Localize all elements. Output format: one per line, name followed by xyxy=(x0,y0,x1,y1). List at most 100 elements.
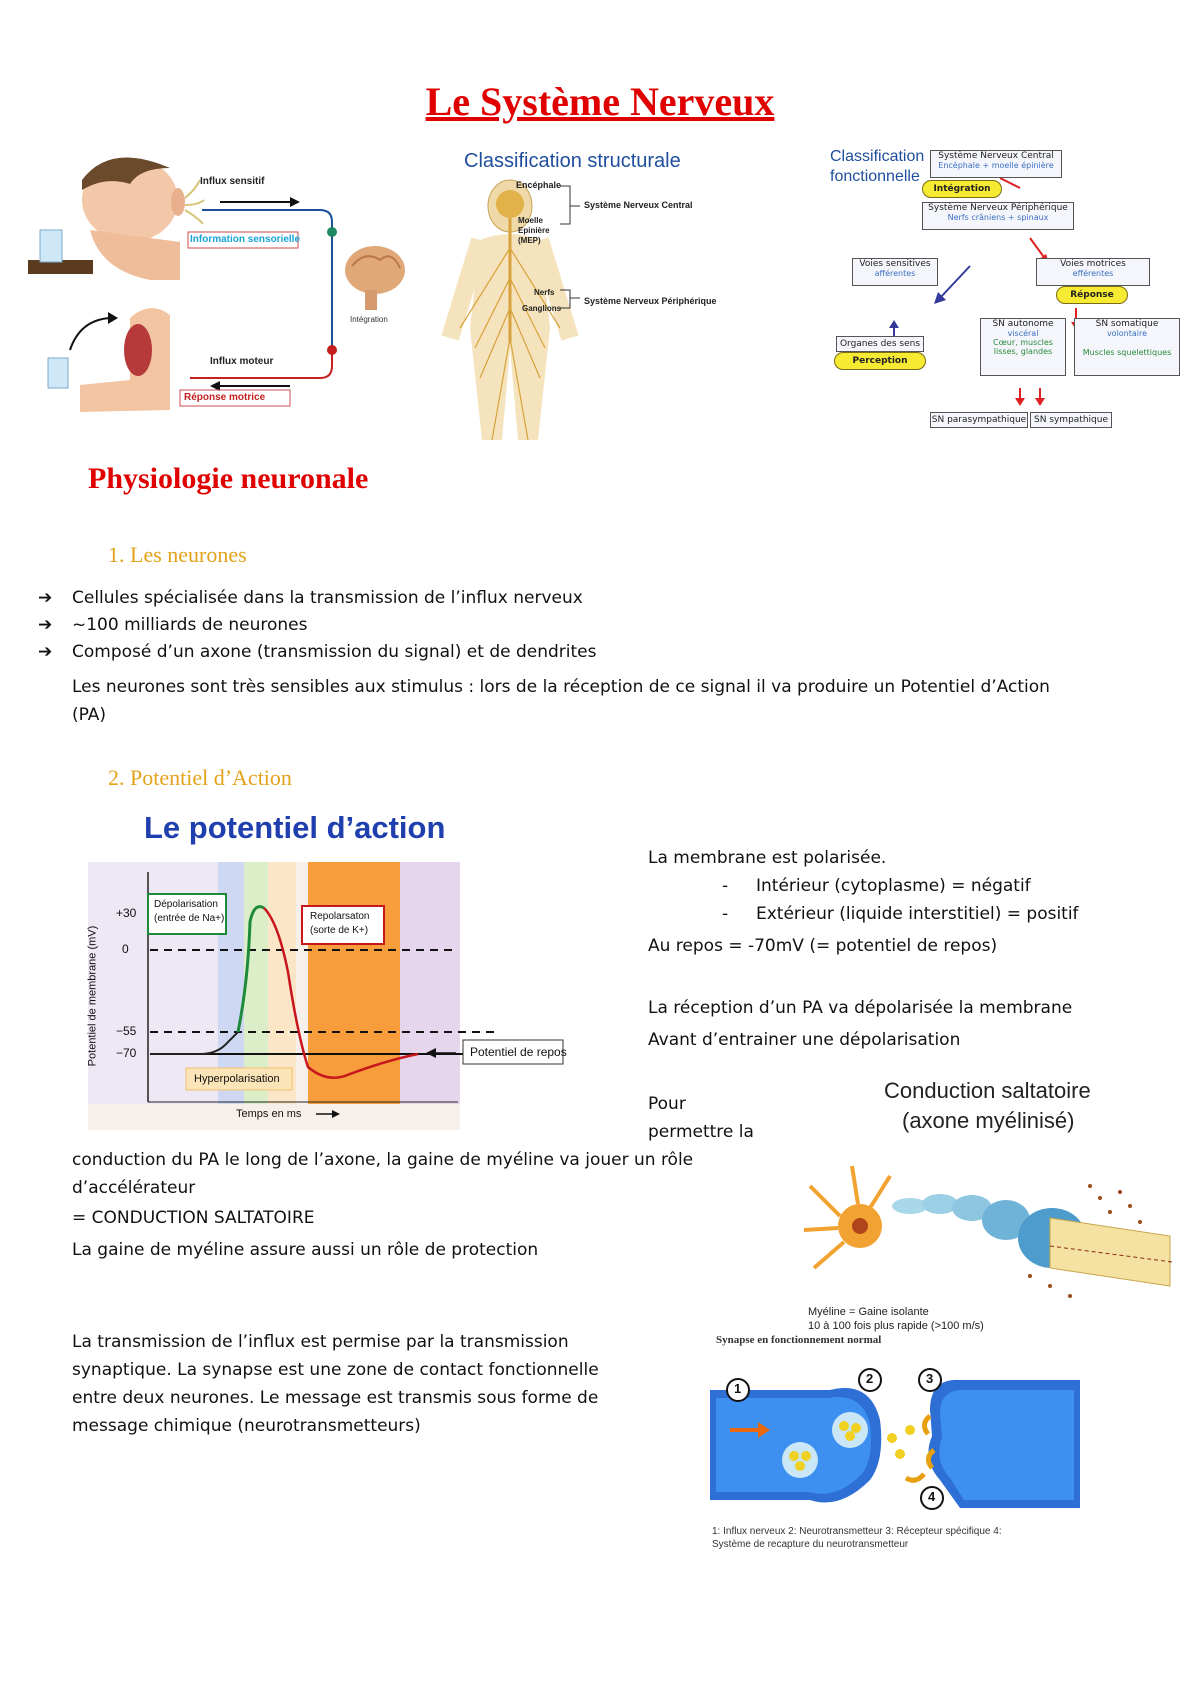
membrane-line: Au repos = -70mV (= potentiel de repos) xyxy=(648,936,998,956)
organes-box: Organes des sens xyxy=(836,336,924,352)
membrane-line: La gaine de myéline assure aussi un rôle… xyxy=(72,1240,539,1260)
reponse-badge: Réponse xyxy=(1056,286,1128,304)
perception-badge: Perception xyxy=(834,352,926,370)
myelinated-axon-illustration xyxy=(803,1165,1173,1298)
voies-sensitives-box: Voies sensitives afférentes xyxy=(852,258,938,286)
motor-response-label: Réponse motrice xyxy=(184,392,266,403)
structural-classification-figure: Classification structurale Encéphale Moe… xyxy=(440,140,760,450)
synapse-figure: Synapse en fonctionnement normal 1 2 3 4… xyxy=(710,1334,1080,1552)
ap-tick-label: 0 xyxy=(122,942,129,956)
depolarisation-label-line2: (entrée de Na+) xyxy=(154,913,225,924)
organes-label: Organes des sens xyxy=(839,339,921,349)
dash-icon: - xyxy=(722,904,729,924)
snc-box-sub: Encéphale + moelle épinière xyxy=(938,161,1054,170)
moelle-label-line1: Moelle xyxy=(518,216,543,225)
reflex-arc-figure: Influx sensitif Information sensorielle … xyxy=(20,150,440,450)
synapse-caption-line2: Système de recapture du neurotransmetteu… xyxy=(712,1539,909,1550)
sn-autonome-line4: lisses, glandes xyxy=(993,347,1053,356)
structural-title: Classification structurale xyxy=(464,150,681,172)
repolarisation-label-line1: Repolarsaton xyxy=(310,911,370,922)
moelle-label-line3: (MEP) xyxy=(518,236,541,245)
bullet-text: Composé d’un axone (transmission du sign… xyxy=(72,642,597,662)
voies-motrices-box: Voies motrices efférentes xyxy=(1036,258,1150,286)
sn-autonome-line3: Cœur, muscles xyxy=(993,338,1053,347)
functional-title-line2: fonctionnelle xyxy=(830,168,920,185)
sn-autonome-line2: viscéral xyxy=(1007,329,1039,338)
sn-somatique-line3: Muscles squelettiques xyxy=(1082,348,1172,357)
synapse-paragraph-line: synaptique. La synapse est une zone de c… xyxy=(72,1360,599,1380)
bullet-item: ➔Composé d’un axone (transmission du sig… xyxy=(38,642,597,662)
membrane-line: d’accélérateur xyxy=(72,1178,196,1198)
sym-label: SN sympathique xyxy=(1033,415,1108,425)
ap-tick-label: −55 xyxy=(116,1024,137,1038)
sn-autonome-line1: SN autonome xyxy=(992,319,1054,329)
membrane-line: La réception d’un PA va dépolarisée la m… xyxy=(648,998,1073,1018)
synapse-marker-1: 1 xyxy=(734,1381,742,1396)
afferent-label: Influx sensitif xyxy=(200,176,265,187)
membrane-dash-item: -Intérieur (cytoplasme) = négatif xyxy=(722,874,1031,899)
page-title: Le Système Nerveux xyxy=(425,79,775,124)
subsection-pa-title: 2. Potentiel d’Action xyxy=(108,765,292,790)
dash-icon: - xyxy=(722,876,729,896)
sn-somatique-line2: volontaire xyxy=(1106,329,1148,338)
hyperpolarisation-label: Hyperpolarisation xyxy=(194,1073,280,1085)
sn-somatique-line1: SN somatique xyxy=(1095,319,1159,329)
membrane-line: conduction du PA le long de l’axone, la … xyxy=(72,1150,694,1170)
synapse-caption-line1: 1: Influx nerveux 2: Neurotransmetteur 3… xyxy=(712,1526,1002,1537)
resting-potential-label: Potentiel de repos xyxy=(470,1045,567,1059)
parasym-box: SN parasympathique xyxy=(930,412,1028,428)
efferent-label: Influx moteur xyxy=(210,356,274,367)
neuron-paragraph-line1: Les neurones sont très sensibles aux sti… xyxy=(72,677,1050,697)
synapse-fig-title: Synapse en fonctionnement normal xyxy=(716,1334,882,1346)
voies-sensitives-line1: Voies sensitives xyxy=(859,259,931,269)
saltatory-title-line2: (axone myélinisé) xyxy=(902,1108,1075,1133)
voies-motrices-line2: efférentes xyxy=(1072,269,1114,278)
bracket-lines xyxy=(560,185,580,309)
integration-badge-label: Intégration xyxy=(933,184,991,194)
synapse-paragraph-line: La transmission de l’influx est permise … xyxy=(72,1332,569,1352)
voies-motrices-line1: Voies motrices xyxy=(1060,259,1126,269)
arrow-right-icon: ➔ xyxy=(38,615,53,635)
membrane-line: La membrane est polarisée. xyxy=(648,848,887,868)
bullet-item: ➔ Cellules spécialisée dans la transmissi… xyxy=(38,588,583,608)
snc-box: Système Nerveux Central Encéphale + moel… xyxy=(930,150,1062,178)
snp-label: Système Nerveux Périphérique xyxy=(584,296,717,306)
voies-sensitives-line2: afférentes xyxy=(874,269,916,278)
integration-label: Intégration xyxy=(350,315,388,324)
neuron-paragraph-line2: (PA) xyxy=(72,705,107,725)
snc-label: Système Nerveux Central xyxy=(584,200,693,210)
snp-box-title: Système Nerveux Périphérique xyxy=(928,203,1068,213)
membrane-line: = CONDUCTION SALTATOIRE xyxy=(72,1208,315,1228)
ap-chart-svg xyxy=(88,862,564,1130)
arrow-right-icon: ➔ xyxy=(38,588,53,608)
bullet-text: ~100 milliards de neurones xyxy=(72,615,308,635)
sensory-info-label: Information sensorielle xyxy=(190,234,301,245)
ap-tick-label: +30 xyxy=(116,906,137,920)
snp-box: Système Nerveux Périphérique Nerfs crâni… xyxy=(922,202,1074,230)
saltatory-caption-line2: 10 à 100 fois plus rapide (>100 m/s) xyxy=(808,1320,984,1332)
functional-title-line1: Classification xyxy=(830,148,925,165)
bullet-text: Cellules spécialisée dans la transmissio… xyxy=(72,588,583,608)
action-potential-chart: Potentiel de membrane (mV) +30 0 −55 −70… xyxy=(86,862,628,1130)
section-title: Physiologie neuronale xyxy=(88,462,369,495)
body-nervous-system-illustration xyxy=(441,179,579,441)
repolarisation-label-line2: (sorte de K+) xyxy=(310,925,369,936)
membrane-line: Avant d’entrainer une dépolarisation xyxy=(648,1030,961,1050)
membrane-line: Extérieur (liquide interstitiel) = posit… xyxy=(756,904,1079,924)
depolarisation-label-line1: Dépolarisation xyxy=(154,899,218,910)
ap-tick-label: −70 xyxy=(116,1046,137,1060)
membrane-line: Pour xyxy=(648,1094,686,1114)
synapse-paragraph-line: entre deux neurones. Le message est tran… xyxy=(72,1388,599,1408)
saltatory-title-line1: Conduction saltatoire xyxy=(884,1078,1091,1103)
membrane-dash-item: - Extérieur (liquide interstitiel) = posi… xyxy=(722,902,1079,927)
encephale-label: Encéphale xyxy=(516,180,562,190)
reponse-badge-label: Réponse xyxy=(1070,290,1114,300)
nerfs-label: Nerfs xyxy=(534,288,555,297)
synapse-marker-4: 4 xyxy=(928,1489,936,1504)
membrane-line: permettre la xyxy=(648,1122,754,1142)
synapse-marker-3: 3 xyxy=(926,1371,934,1386)
snp-box-sub: Nerfs crâniens + spinaux xyxy=(947,213,1049,222)
bullet-item: ➔ ~100 milliards de neurones xyxy=(38,615,307,635)
perception-badge-label: Perception xyxy=(852,356,908,366)
sn-somatique-box: SN somatique volontaire Muscles squelett… xyxy=(1074,318,1180,376)
